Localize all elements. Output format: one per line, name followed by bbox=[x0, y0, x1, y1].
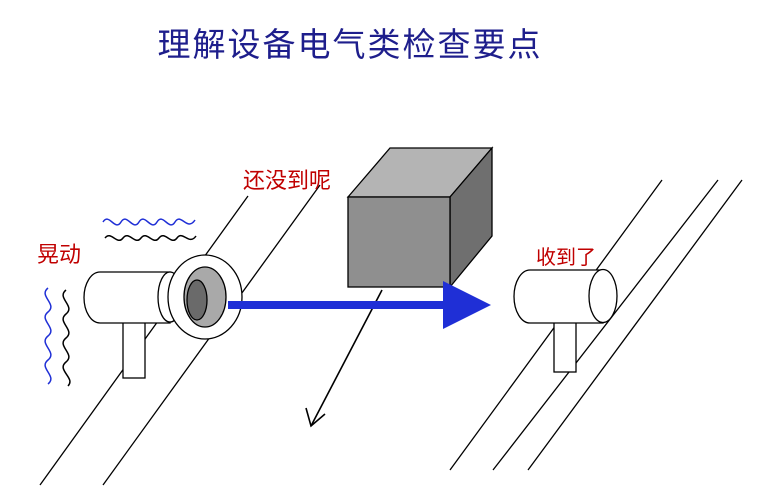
label-shaking: 晃动 bbox=[37, 243, 81, 268]
right-rail bbox=[449, 179, 743, 471]
emitter-sensor bbox=[83, 254, 243, 379]
grey-box bbox=[346, 146, 494, 289]
label-not-yet-arrived: 还没到呢 bbox=[243, 169, 331, 194]
down-arrow bbox=[305, 289, 383, 428]
label-received: 收到了 bbox=[536, 245, 596, 269]
vibration-waves-left bbox=[44, 287, 71, 387]
page-title: 理解设备电气类检查要点 bbox=[157, 25, 543, 64]
vibration-waves-top bbox=[102, 218, 197, 241]
left-rail bbox=[39, 184, 321, 486]
receiver-sensor bbox=[513, 268, 618, 373]
